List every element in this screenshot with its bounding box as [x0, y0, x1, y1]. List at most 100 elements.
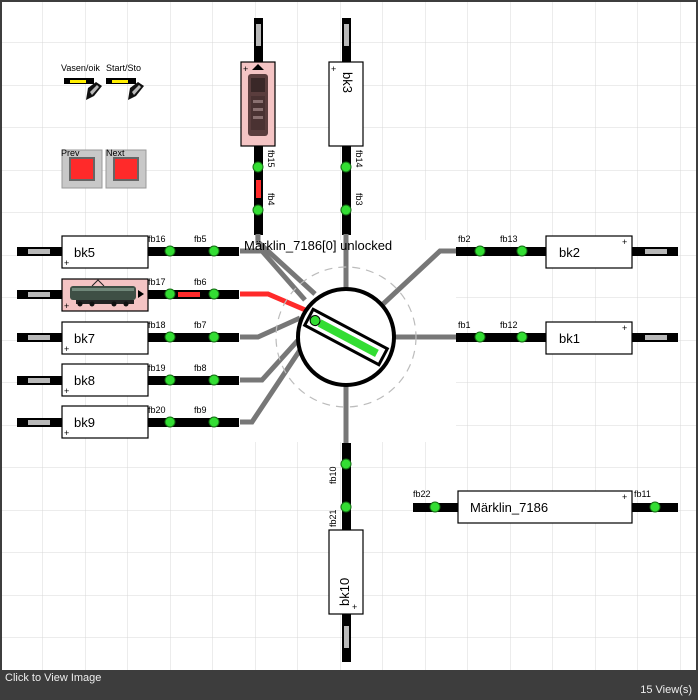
sensor-label: fb19: [148, 363, 166, 373]
occupied-markers: [178, 180, 261, 297]
sensor-fb17[interactable]: [164, 288, 176, 300]
sensor-fb16[interactable]: [164, 245, 176, 257]
track-segment: [342, 443, 351, 531]
sensor-fb12[interactable]: [516, 331, 528, 343]
sensor-label: fb7: [194, 320, 207, 330]
sensor-fb14[interactable]: [340, 161, 352, 173]
sensor-fb15[interactable]: [252, 161, 264, 173]
sensor-fb6[interactable]: [208, 288, 220, 300]
sensor-fb20[interactable]: [164, 416, 176, 428]
track-segment: [455, 247, 547, 256]
sensor-fb9[interactable]: [208, 416, 220, 428]
track-end-markers: [28, 24, 667, 648]
action-label: Start/Sto: [106, 63, 141, 73]
sensor-fb1[interactable]: [474, 331, 486, 343]
block-plus-mark: +: [64, 386, 69, 396]
turntable-bridge[interactable]: [302, 307, 390, 367]
sensor-label: fb14: [354, 150, 364, 168]
block-label: bk5: [74, 245, 95, 260]
sensor-label: fb10: [328, 466, 338, 484]
sensor-label: fb3: [354, 193, 364, 206]
sensor-fb2[interactable]: [474, 245, 486, 257]
sensor-label: fb8: [194, 363, 207, 373]
sensor-label: fb1: [458, 320, 471, 330]
block-plus-mark: +: [622, 237, 627, 247]
block-occupied-train[interactable]: +: [61, 278, 149, 312]
image-footer: Click to View Image 15 View(s): [0, 670, 698, 700]
view-image-link[interactable]: Click to View Image: [5, 672, 102, 684]
block-bk9[interactable]: bk9 +: [61, 405, 149, 439]
block-bk2[interactable]: bk2 +: [545, 235, 633, 269]
sensor-fb10[interactable]: [340, 458, 352, 470]
track-end-marker: [28, 249, 50, 254]
sensor-label: fb11: [634, 489, 651, 499]
block-label: Märklin_7186: [470, 500, 548, 515]
sensor-label: fb20: [148, 405, 166, 415]
block-label: bk8: [74, 373, 95, 388]
sensor-labels: fb15 fb4 fb14 fb3 fb16 fb5 fb17 fb6 fb18…: [148, 150, 651, 527]
sensor-label: fb5: [194, 234, 207, 244]
track-end-marker: [645, 335, 667, 340]
block-label: bk7: [74, 331, 95, 346]
block-bk1[interactable]: bk1 +: [545, 321, 633, 355]
block-label: bk9: [74, 415, 95, 430]
track-end-marker: [28, 420, 50, 425]
button-label: Next: [106, 148, 125, 158]
block-plus-mark: +: [352, 602, 357, 612]
sensor-fb8[interactable]: [208, 374, 220, 386]
sensor-fb22[interactable]: [429, 501, 441, 513]
sensor-fb7[interactable]: [208, 331, 220, 343]
sensor-fb4[interactable]: [252, 204, 264, 216]
block-bk7[interactable]: bk7 +: [61, 321, 149, 355]
block-bk3[interactable]: bk3 +: [328, 61, 364, 147]
block-occupied-steam-loco[interactable]: +: [240, 61, 276, 147]
block-bk10[interactable]: bk10 +: [328, 529, 364, 615]
sensor-label: fb21: [328, 509, 338, 527]
prev-button[interactable]: Prev: [61, 148, 103, 189]
track-end-marker: [28, 378, 50, 383]
sensor-label: fb18: [148, 320, 166, 330]
block-plus-mark: +: [64, 258, 69, 268]
direction-arrow-icon: [138, 290, 144, 298]
sensor-label: fb6: [194, 277, 207, 287]
sensor-fb13[interactable]: [516, 245, 528, 257]
block-plus-mark: +: [64, 301, 69, 311]
occupied-marker: [178, 292, 200, 297]
block-bk5[interactable]: bk5 +: [61, 235, 149, 269]
turntable-title: Märklin_7186[0] unlocked: [244, 238, 392, 253]
sensor-label: fb4: [266, 193, 276, 206]
sensor-fb21[interactable]: [340, 501, 352, 513]
next-button[interactable]: Next: [105, 148, 147, 189]
track-end-marker: [344, 626, 349, 648]
track-segment: [147, 376, 239, 385]
block-bk8[interactable]: bk8 +: [61, 363, 149, 397]
sensor-label: fb22: [413, 489, 431, 499]
sensor-label: fb2: [458, 234, 471, 244]
track-panel: fb15 fb4 fb14 fb3 fb16 fb5 fb17 fb6 fb18…: [2, 2, 696, 670]
sensor-fb3[interactable]: [340, 204, 352, 216]
action-vasen-oik[interactable]: Vasen/oik: [61, 63, 102, 100]
locomotive-image: [70, 279, 136, 307]
track-end-marker: [344, 24, 349, 46]
track-end-marker: [28, 292, 50, 297]
sensor-label: fb16: [148, 234, 166, 244]
sensor-fb19[interactable]: [164, 374, 176, 386]
track-end-marker: [256, 24, 261, 46]
sensor-fb11[interactable]: [649, 501, 661, 513]
block-marklin-7186[interactable]: Märklin_7186 +: [457, 490, 633, 524]
block-plus-mark: +: [331, 64, 336, 74]
sensor-label: fb15: [266, 150, 276, 168]
track-segment: [455, 333, 547, 342]
track-segment: [147, 247, 239, 256]
turntable-rails: [240, 234, 456, 443]
action-start-sto[interactable]: Start/Sto: [106, 63, 144, 100]
sensor-fb5[interactable]: [208, 245, 220, 257]
action-label: Vasen/oik: [61, 63, 100, 73]
block-plus-mark: +: [622, 492, 627, 502]
turntable-outer-ring: [275, 266, 417, 408]
steam-locomotive-image: [248, 74, 268, 136]
sensor-fb18[interactable]: [164, 331, 176, 343]
block-label: bk2: [559, 245, 580, 260]
track-segment: [147, 418, 239, 427]
